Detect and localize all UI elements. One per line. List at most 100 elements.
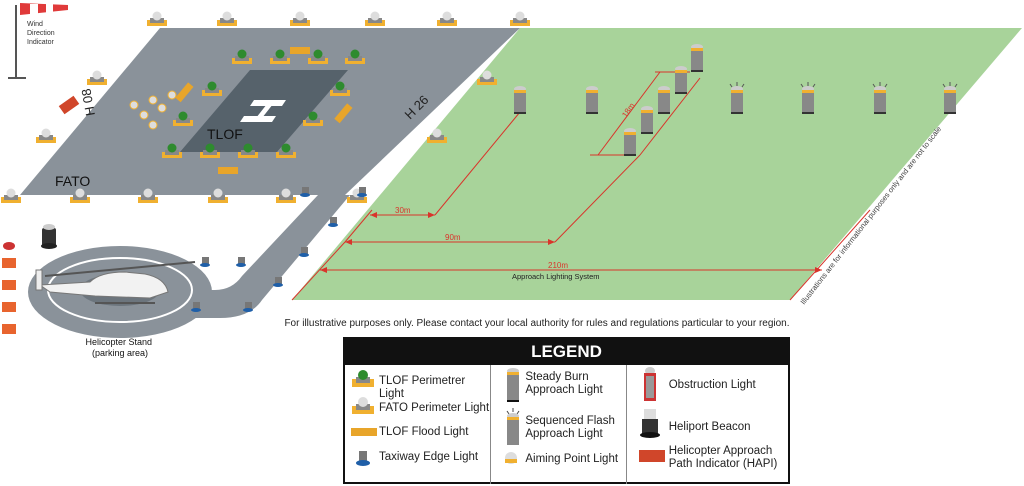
tlof-perimeter-light bbox=[238, 143, 258, 158]
fato-perimeter-light bbox=[87, 70, 107, 85]
taxiway-edge-light bbox=[273, 277, 283, 287]
aiming-point-light bbox=[148, 95, 158, 105]
legend-column-3: Obstruction Light Heliport Beacon Helico… bbox=[627, 365, 788, 484]
taxiway-edge-light bbox=[300, 187, 310, 197]
fato-perimeter-light bbox=[477, 70, 497, 85]
tlof-perimeter-light bbox=[308, 49, 328, 64]
fato-perimeter-light bbox=[208, 188, 228, 203]
taxiway-edge-light bbox=[328, 217, 338, 227]
fato-perimeter-light bbox=[437, 11, 457, 26]
tlof-flood-light bbox=[218, 167, 238, 174]
steady-burn-approach-light bbox=[658, 86, 670, 114]
dim-210m: 210m bbox=[548, 261, 568, 270]
aiming-point-light bbox=[139, 110, 149, 120]
tlof-perimeter-light bbox=[173, 111, 193, 126]
legend-label: Taxiway Edge Light bbox=[379, 451, 479, 463]
steady-burn-approach-light bbox=[641, 106, 653, 134]
aiming-point-light bbox=[157, 103, 167, 113]
obstruction-tower bbox=[2, 242, 16, 344]
h-marking bbox=[240, 100, 286, 122]
dimension-lines bbox=[291, 71, 871, 301]
legend-label: Aiming Point Light bbox=[525, 453, 619, 465]
fato-perimeter-light bbox=[36, 128, 56, 143]
aiming-point-light bbox=[129, 100, 139, 110]
aiming-point-light bbox=[167, 90, 177, 100]
sequenced-flash-approach-light bbox=[800, 82, 816, 114]
fato-label: FATO bbox=[55, 173, 90, 189]
sequenced-flash-approach-light bbox=[872, 82, 888, 114]
taxiway-edge-light bbox=[243, 302, 253, 312]
fato-perimeter-light bbox=[1, 188, 21, 203]
fato-perimeter-light bbox=[510, 11, 530, 26]
steady-burn-approach-light bbox=[624, 128, 636, 156]
heliport-beacon-icon bbox=[639, 409, 660, 438]
helicopter bbox=[35, 261, 196, 304]
fato-perimeter-light bbox=[276, 188, 296, 203]
legend-label: TLOF Perimetrer Light bbox=[379, 375, 466, 400]
heliport-beacon bbox=[41, 224, 57, 249]
tlof-perimeter-light bbox=[200, 143, 220, 158]
fato-perimeter-light-icon bbox=[352, 397, 374, 414]
tlof-perimeter-light bbox=[330, 81, 350, 96]
dim-30m: 30m bbox=[395, 206, 411, 215]
legend: LEGEND TLOF Perimetrer Light FATO Perime… bbox=[343, 337, 790, 484]
fato-perimeter-light bbox=[138, 188, 158, 203]
steady-burn-approach-light bbox=[675, 66, 687, 94]
legend-label: FATO Perimeter Light bbox=[379, 402, 490, 414]
hapi-unit bbox=[58, 95, 80, 115]
dimension-arrows bbox=[320, 212, 822, 273]
tlof-perimeter-light bbox=[303, 111, 323, 126]
fato-perimeter-light bbox=[217, 11, 237, 26]
aiming-point-light bbox=[148, 120, 158, 130]
steady-burn-approach-light bbox=[514, 86, 526, 114]
steady-burn-approach-light bbox=[586, 86, 598, 114]
taxiway-edge-light bbox=[191, 302, 201, 312]
taxiway-edge-light bbox=[236, 257, 246, 267]
fato-perimeter-light bbox=[70, 188, 90, 203]
hapi-icon bbox=[638, 450, 665, 462]
tlof-flood-light bbox=[175, 82, 194, 103]
steady-burn-approach-light bbox=[691, 44, 703, 72]
tlof-flood-light bbox=[290, 47, 310, 54]
approach-lighting-label: Approach Lighting System bbox=[512, 272, 600, 281]
fato-perimeter-light bbox=[290, 11, 310, 26]
taxiway-edge-light-icon bbox=[356, 451, 370, 466]
tlof-perimeter-light bbox=[162, 143, 182, 158]
taxiway-edge-light bbox=[299, 247, 309, 257]
tlof-perimeter-light bbox=[202, 81, 222, 96]
sequenced-flash-approach-light bbox=[729, 82, 745, 114]
tlof-flood-light-icon bbox=[351, 428, 377, 436]
legend-label: TLOF Flood Light bbox=[379, 426, 469, 438]
approach-grass-area bbox=[292, 28, 1022, 300]
tlof-perimeter-light bbox=[345, 49, 365, 64]
steady-burn-approach-light-icon bbox=[507, 368, 520, 402]
obstruction-light-icon bbox=[643, 367, 656, 401]
helicopter-stand-label: Helicopter Stand (parking area) bbox=[85, 337, 154, 358]
legend-label: Obstruction Light bbox=[668, 379, 756, 391]
tlof-perimeter-light-icon bbox=[352, 370, 374, 387]
taxiway-shoulder bbox=[262, 195, 372, 300]
taxiway-edge-light bbox=[357, 187, 367, 197]
fato-perimeter-light bbox=[427, 128, 447, 143]
fato-perimeter-light bbox=[147, 11, 167, 26]
legend-column-1: TLOF Perimetrer Light FATO Perimeter Lig… bbox=[345, 365, 492, 484]
legend-label: Heliport Beacon bbox=[668, 421, 751, 433]
tlof-perimeter-light bbox=[276, 143, 296, 158]
wind-direction-indicator bbox=[8, 3, 68, 79]
disclaimer: For illustrative purposes only. Please c… bbox=[284, 318, 789, 329]
sequenced-flash-approach-light bbox=[942, 82, 958, 114]
fato-perimeter-light bbox=[365, 11, 385, 26]
runway-marking-08: H 08 bbox=[78, 87, 98, 117]
dim-90m: 90m bbox=[445, 233, 461, 242]
taxiway-edge-light bbox=[200, 257, 210, 267]
taxiway bbox=[150, 195, 350, 318]
tlof-perimeter-light bbox=[232, 49, 252, 64]
tlof-perimeter-light bbox=[270, 49, 290, 64]
aiming-point-light-icon bbox=[505, 452, 518, 464]
legend-title: LEGEND bbox=[345, 339, 788, 365]
